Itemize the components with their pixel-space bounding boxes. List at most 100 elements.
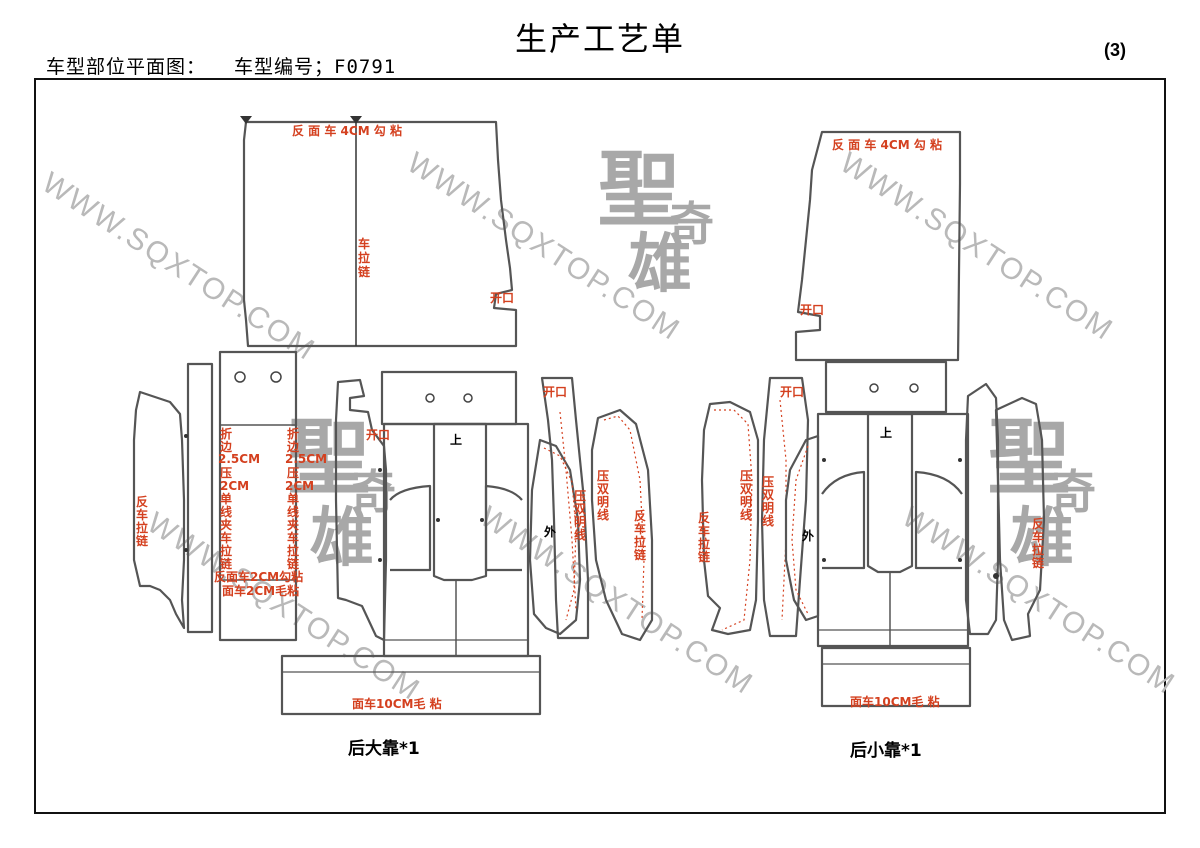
svg-text:折: 折 [220,426,232,441]
svg-text:车: 车 [1032,529,1044,544]
left-set-caption: 后大靠*1 [348,739,420,759]
svg-text:拉: 拉 [634,534,646,549]
watermark-url-1: WWW.SQXTOP.COM [36,166,321,367]
right-bolster-2 [760,376,810,638]
right-bolster-3 [784,434,820,622]
right-outer-mark: 外 [802,528,814,543]
svg-text:链: 链 [358,264,371,279]
svg-text:线: 线 [574,527,586,542]
svg-text:反: 反 [1032,516,1044,531]
svg-text:车: 车 [287,530,299,545]
left-strip-label-2: 面车2CM毛粘 [222,583,299,598]
svg-text:拉: 拉 [358,250,370,265]
svg-text:链: 链 [634,547,647,562]
svg-text:链: 链 [220,556,233,571]
svg-text:车: 车 [698,523,710,538]
right-opening-label-1: 开口 [800,303,824,317]
right-reverse-zip-label-b: 反 车 拉 链 [1032,516,1045,570]
svg-text:明: 明 [740,495,752,509]
left-top-mark: 上 [450,432,462,447]
svg-text:线: 线 [762,513,774,528]
left-curve-left [389,484,432,572]
svg-text:2CM: 2CM [285,479,314,493]
right-center-panel [816,412,970,648]
watermark-url-3: WWW.SQXTOP.COM [834,146,1119,347]
right-double-line-label-2: 压 双 明 线 [762,475,774,528]
svg-text:明: 明 [574,515,586,529]
logo-char-1a: 聖 [598,142,680,238]
svg-text:压: 压 [220,466,232,480]
svg-text:压: 压 [287,466,299,480]
left-side-piece-2 [334,378,388,642]
right-center-insert [866,412,914,574]
right-bolster-1 [700,400,760,636]
left-top-panel-label: 反 面 车 4CM 勾 粘 [292,123,402,138]
left-opening-label-1: 开口 [490,291,514,305]
logo-char-1b: 聖 [288,410,370,506]
left-zip-center-label: 车 拉 链 [358,236,371,279]
left-top-tab [380,370,518,426]
svg-text:压: 压 [574,489,586,503]
left-center-insert [432,422,488,582]
logo-char-3b: 雄 [310,501,374,576]
svg-text:压: 压 [762,475,774,489]
left-bolster-1 [528,438,582,636]
left-set: 反 面 车 4CM 勾 粘 车 拉 链 开口 开口 开口 反 车 拉 链 折 边… [132,116,654,716]
svg-text:双: 双 [762,488,774,502]
watermark-url-5: WWW.SQXTOP.COM [474,500,759,701]
svg-text:明: 明 [762,501,774,515]
svg-text:线: 线 [740,507,752,522]
right-double-line-label-1: 压 双 明 线 [740,469,752,522]
svg-text:双: 双 [740,482,752,496]
right-set-caption: 后小靠*1 [850,741,922,761]
svg-text:链: 链 [136,533,149,548]
svg-text:车: 车 [220,530,232,545]
right-side-piece-2 [994,396,1046,642]
svg-text:线: 线 [220,504,232,519]
left-curve-right [484,484,523,572]
svg-text:压: 压 [740,469,752,483]
left-outer-mark: 外 [544,524,556,539]
left-side-strip [186,362,214,634]
notch-marker [240,116,252,124]
right-curve-right [914,470,963,570]
svg-text:链: 链 [698,549,711,564]
logo-char-2c: 奇 [1050,465,1096,519]
svg-text:2CM: 2CM [220,479,249,493]
svg-text:夹: 夹 [220,517,232,532]
left-strip-label-1: 反面车2CM勾粘 [214,569,303,584]
logo-char-2a: 奇 [668,197,714,251]
page-title: 生产工艺单 [514,20,685,58]
notch-marker [350,116,362,124]
left-double-line-label-2: 压 双 明 线 [597,469,609,522]
left-bolster-2 [540,376,590,640]
page-number: (3) [1104,40,1126,60]
logo-char-1c: 聖 [988,410,1070,506]
right-curve-left [821,470,866,570]
svg-text:拉: 拉 [136,520,148,535]
left-bottom-label: 面车10CM毛 粘 [352,696,442,711]
right-bottom-label: 面车10CM毛 粘 [850,694,940,709]
watermark-layer: WWW.SQXTOP.COM WWW.SQXTOP.COM WWW.SQXTOP… [36,142,1181,707]
left-opening-label-2: 开口 [366,428,390,442]
left-fold-col-b: 折 边 2.5CM 压 2CM 单 线 夹 车 拉 链 [285,426,327,571]
svg-text:线: 线 [597,507,609,522]
svg-text:反: 反 [698,510,710,525]
drawing-frame [34,78,1166,814]
left-bottom-panel [280,654,542,716]
svg-text:双: 双 [597,482,609,496]
svg-text:线: 线 [287,504,299,519]
svg-text:车: 车 [136,507,148,522]
svg-text:拉: 拉 [220,543,232,558]
svg-text:拉: 拉 [1032,542,1044,557]
left-double-line-label-1: 压 双 明 线 [574,489,586,542]
svg-text:链: 链 [287,556,300,571]
svg-text:2.5CM: 2.5CM [285,452,327,466]
svg-text:链: 链 [1032,555,1045,570]
model-code: 车型编号；F0791 [234,56,397,78]
right-top-mark: 上 [880,425,892,440]
svg-text:折: 折 [287,426,299,441]
logo-char-2b: 奇 [350,465,396,519]
left-fold-col-a: 折 边 2.5CM 压 2CM 单 线 夹 车 拉 链 [218,426,260,571]
